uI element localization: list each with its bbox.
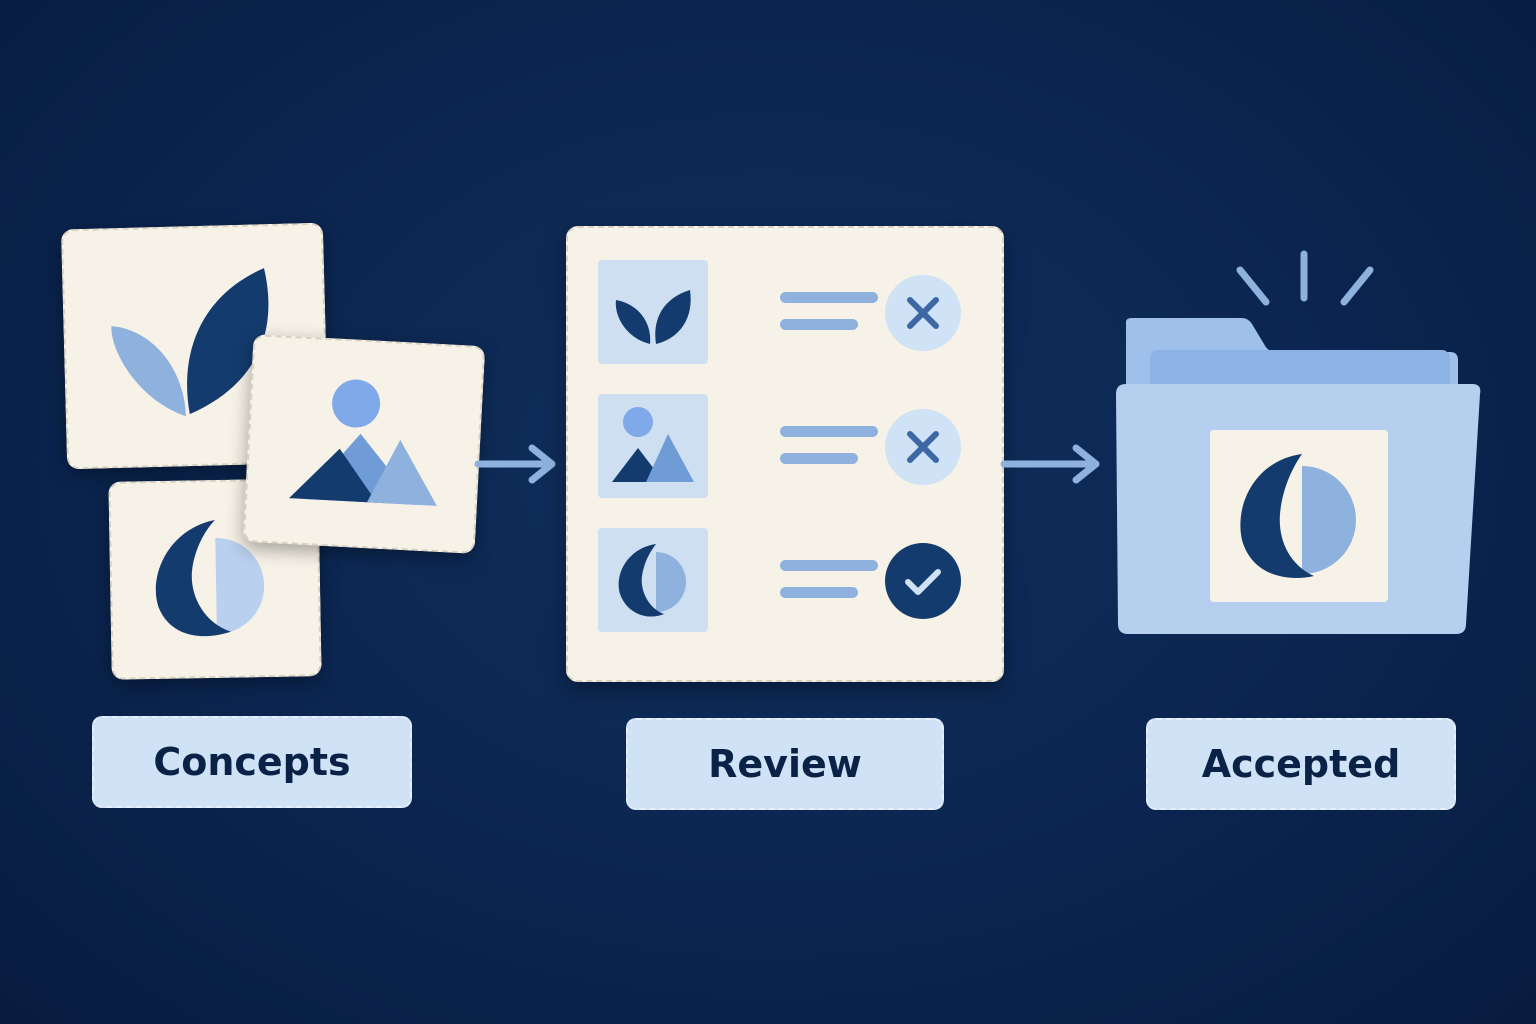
leaf-icon: [111, 268, 269, 417]
rejected-x-icon[interactable]: [884, 408, 962, 486]
sparkle-lines-icon: [1236, 250, 1374, 306]
review-panel: [566, 226, 1004, 682]
review-row: [598, 528, 978, 638]
concept-card-leaf: [60, 222, 330, 470]
text-placeholder-lines: [780, 426, 880, 476]
text-placeholder-lines: [780, 560, 880, 610]
leaf-icon: [615, 290, 691, 344]
arrow-right-icon: [1000, 444, 1100, 484]
stage-label-review: Review: [626, 718, 944, 810]
text-placeholder-lines: [780, 292, 880, 342]
accepted-check-icon[interactable]: [884, 542, 962, 620]
arrow-right-icon: [474, 444, 556, 484]
concept-card-mountain: [242, 334, 486, 554]
accepted-folder: [1112, 256, 1484, 638]
stage-label-text: Concepts: [153, 740, 351, 784]
accepted-item-card: [1210, 430, 1388, 602]
stage-label-accepted: Accepted: [1146, 718, 1456, 810]
review-thumbnail: [598, 528, 708, 632]
stage-label-concepts: Concepts: [92, 716, 412, 808]
review-thumbnail: [598, 260, 708, 364]
mountain-sun-icon: [612, 407, 694, 482]
moon-half-circle-icon: [1240, 454, 1356, 579]
rejected-x-icon[interactable]: [884, 274, 962, 352]
review-row: [598, 394, 978, 504]
moon-half-circle-icon: [618, 544, 686, 617]
review-row: [598, 260, 978, 370]
review-thumbnail: [598, 394, 708, 498]
moon-half-circle-icon: [155, 519, 265, 637]
mountain-sun-icon: [289, 379, 437, 506]
stage-label-text: Review: [708, 742, 862, 786]
stage-label-text: Accepted: [1201, 742, 1401, 786]
concept-card-moon: [108, 478, 322, 680]
